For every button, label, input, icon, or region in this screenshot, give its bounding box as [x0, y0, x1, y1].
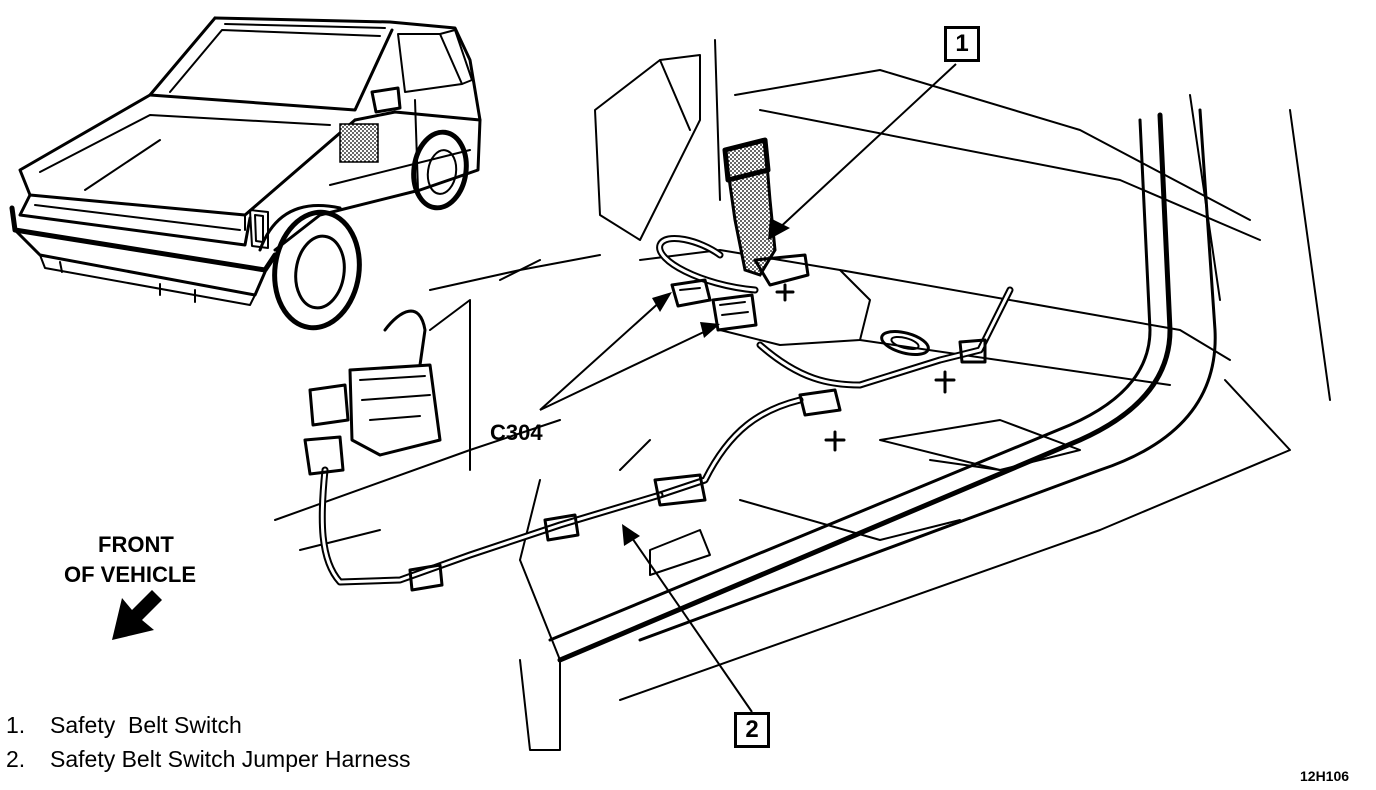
front-label-line2: OF VEHICLE	[64, 562, 197, 587]
arrowhead-icon	[622, 524, 640, 546]
front-label-line1: FRONT	[98, 532, 174, 557]
legend-item-2: 2. Safety Belt Switch Jumper Harness	[6, 746, 410, 773]
safety-belt-switch-illustration	[722, 137, 810, 287]
jumper-harness-illustration	[303, 234, 1014, 592]
callout-leaders	[539, 63, 957, 713]
connector-label-c304: C304	[490, 420, 543, 445]
figure-id: 12H106	[1300, 768, 1350, 784]
arrowhead-icon	[652, 292, 672, 312]
bolt-icon	[775, 283, 795, 302]
legend-item-1: 1. Safety Belt Switch	[6, 712, 242, 739]
front-direction-arrow-icon	[112, 590, 162, 640]
callout-1-box: 1	[944, 26, 980, 62]
legend-number: 2.	[6, 746, 26, 772]
callout-2-box: 2	[734, 712, 770, 748]
floor-structure	[274, 39, 1331, 751]
legend-number: 1.	[6, 712, 26, 738]
legend-text: Safety Belt Switch Jumper Harness	[50, 746, 411, 772]
bolt-icon	[934, 370, 956, 394]
arrowhead-icon	[700, 322, 720, 338]
legend-text: Safety Belt Switch	[50, 712, 242, 738]
bolt-icon	[824, 430, 846, 452]
vehicle-illustration	[9, 16, 482, 331]
arrowhead-icon	[768, 218, 790, 240]
